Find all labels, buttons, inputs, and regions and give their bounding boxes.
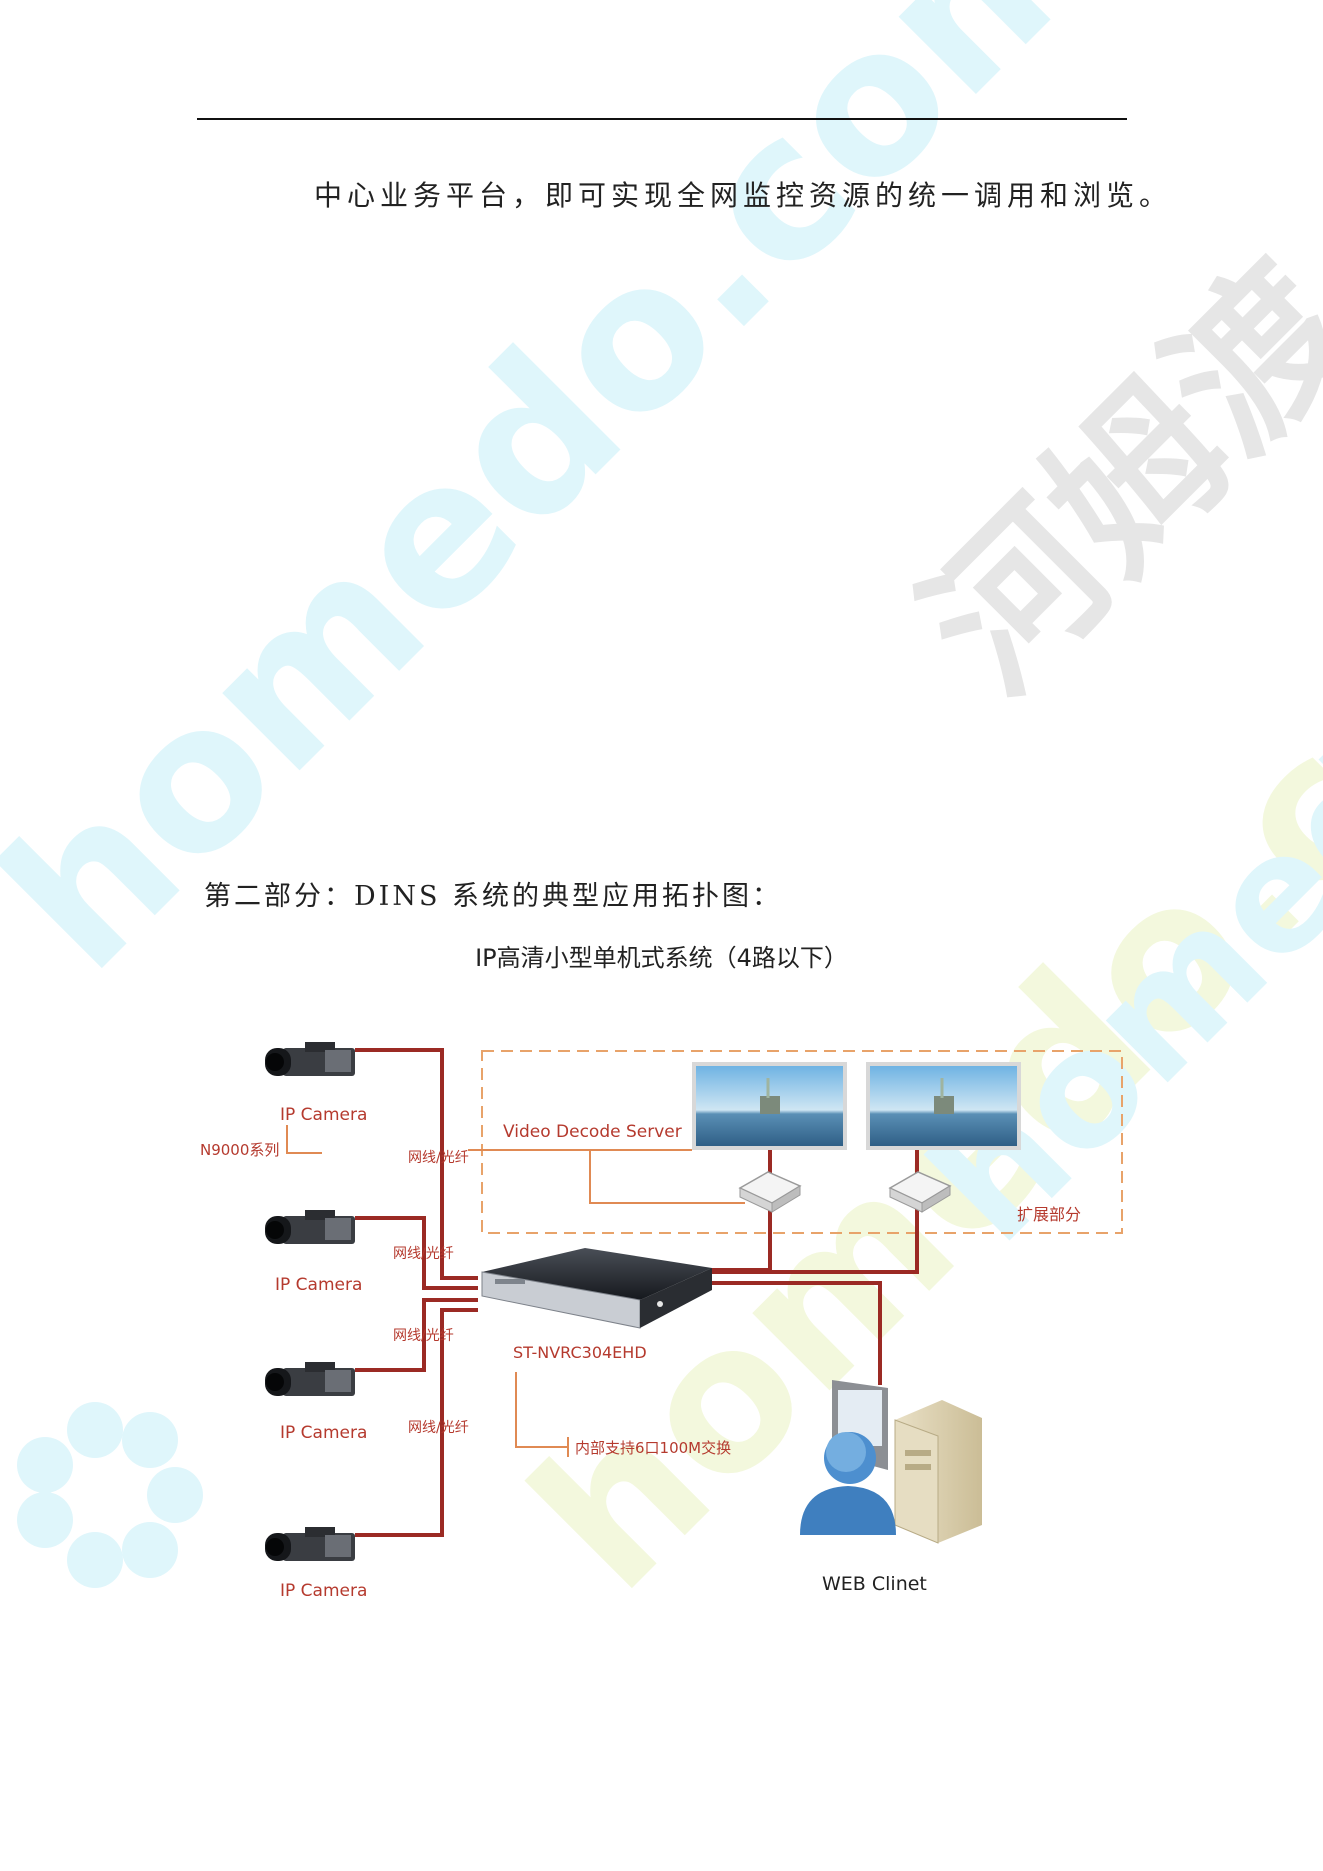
ip-camera-3 (265, 1362, 355, 1396)
camera-label-4: IP Camera (280, 1581, 367, 1601)
decoder-box-1 (738, 1171, 802, 1213)
monitor-2 (866, 1062, 1021, 1150)
monitor-1 (692, 1062, 847, 1150)
link-label-3: 网线/光纤 (393, 1328, 454, 1344)
ip-camera-4 (265, 1527, 355, 1561)
cable-lines (355, 1048, 919, 1537)
web-client (800, 1380, 982, 1544)
camera-label-2: IP Camera (275, 1275, 362, 1295)
diagram-title: IP高清小型单机式系统（4路以下） (475, 944, 848, 972)
link-label-1: 网线/光纤 (408, 1150, 469, 1166)
camera-label-3: IP Camera (280, 1423, 367, 1443)
nvr-model-label: ST-NVRC304EHD (513, 1343, 647, 1362)
callout-lines (286, 1125, 745, 1457)
link-label-4: 网线/光纤 (408, 1420, 469, 1436)
nvr-device (481, 1248, 712, 1329)
ip-camera-1 (265, 1042, 355, 1076)
nvr-note-label: 内部支持6口100M交换 (575, 1439, 731, 1457)
body-paragraph: 中心业务平台，即可实现全网监控资源的统一调用和浏览。 (314, 179, 1173, 212)
expansion-label: 扩展部分 (1017, 1205, 1081, 1224)
series-label: N9000系列 (200, 1141, 279, 1159)
decoder-box-2 (888, 1171, 952, 1213)
ip-camera-2 (265, 1210, 355, 1244)
decode-server-label: Video Decode Server (503, 1122, 682, 1142)
section-heading: 第二部分：DINS 系统的典型应用拓扑图： (204, 881, 783, 912)
header-rule (197, 118, 1127, 120)
expansion-box (481, 1050, 1123, 1234)
camera-label-1: IP Camera (280, 1105, 367, 1125)
link-label-2: 网线/光纤 (393, 1246, 454, 1262)
monitor-cables (768, 1150, 919, 1185)
web-client-label: WEB Clinet (822, 1573, 927, 1595)
